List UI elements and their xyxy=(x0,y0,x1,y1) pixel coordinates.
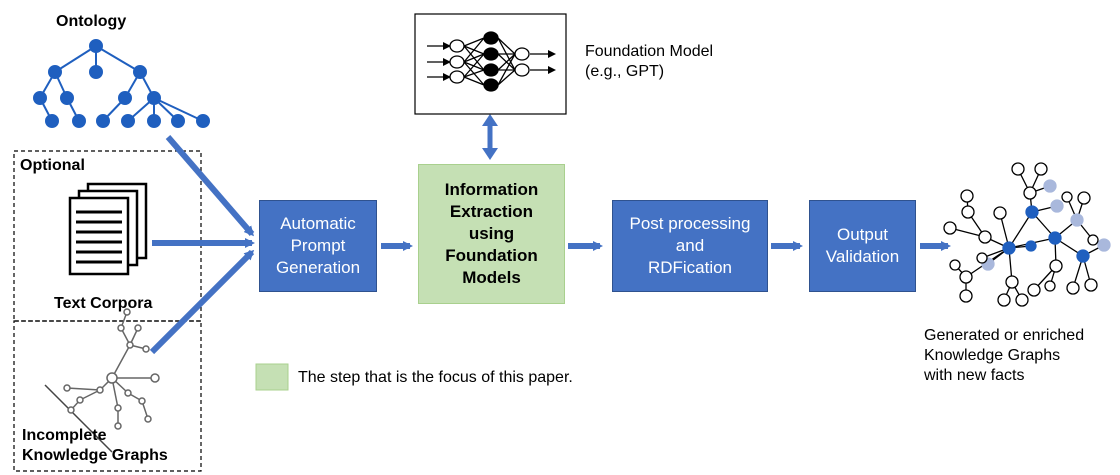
post-processing-step: Post processing and RDFication xyxy=(612,200,768,292)
output-validation-step: Output Validation xyxy=(809,200,916,292)
document-stack-icon xyxy=(68,182,148,276)
information-extraction-step: Information Extraction using Foundation … xyxy=(418,164,565,304)
legend-text: The step that is the focus of this paper… xyxy=(298,369,573,386)
prompt-generation-step: Automatic Prompt Generation xyxy=(259,200,377,292)
incomplete-kg-label: Incomplete Knowledge Graphs xyxy=(22,427,168,464)
output-kg-icon xyxy=(943,162,1111,307)
incomplete-kg-box xyxy=(13,320,202,472)
optional-label: Optional xyxy=(20,157,85,174)
ontology-tree-icon xyxy=(33,39,210,128)
incomplete-kg-icon xyxy=(44,308,160,453)
neural-network-icon xyxy=(427,31,556,92)
kg-to-prompt-arrow xyxy=(149,249,255,355)
ontology-to-prompt-arrow xyxy=(165,135,255,237)
foundation-model-box xyxy=(414,13,567,115)
foundation-model-label: Foundation Model (e.g., GPT) xyxy=(585,43,714,80)
legend-swatch xyxy=(255,363,289,391)
ontology-label: Ontology xyxy=(56,13,127,30)
text-corpora-label: Text Corpora xyxy=(54,295,153,312)
model-extraction-double-arrow xyxy=(482,114,498,160)
output-kg-label: Generated or enriched Knowledge Graphs w… xyxy=(924,327,1085,384)
